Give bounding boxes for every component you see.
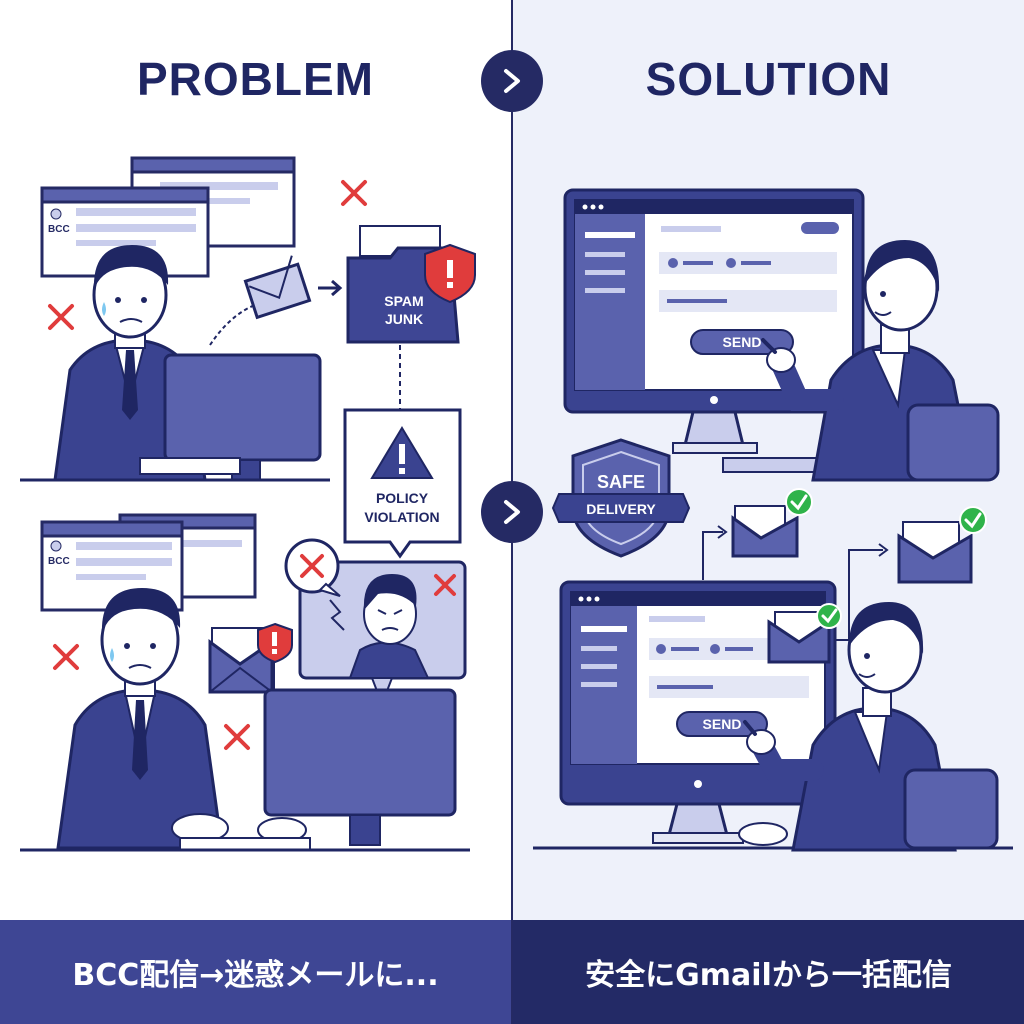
- problem-heading: PROBLEM: [137, 53, 374, 105]
- badge-label-safe: SAFE: [597, 472, 645, 492]
- red-x-bubble-icon: [284, 538, 341, 597]
- red-x-icon: [48, 304, 74, 330]
- folder-label-junk: JUNK: [385, 311, 423, 327]
- red-x-icon: [224, 724, 250, 750]
- confident-businessman-top: [761, 240, 1000, 482]
- policy-violation-callout: POLICY VIOLATION: [343, 408, 462, 559]
- red-x-icon: [341, 180, 367, 206]
- send-button-label: SEND: [703, 716, 742, 732]
- bcc-label: BCC: [48, 224, 70, 235]
- browser-window-bcc-bottom: BCC: [40, 520, 184, 612]
- solution-caption: 安全にGmailから一括配信: [513, 920, 1024, 1024]
- problem-illustration: BCC SPAM JUNK: [20, 156, 476, 852]
- envelope-icon: [209, 255, 343, 346]
- delivered-envelope-icon: [833, 506, 987, 641]
- problem-caption: BCC配信→迷惑メールに...: [0, 920, 511, 1024]
- confident-businessman-bottom: [738, 602, 999, 852]
- desktop-monitor-top: [20, 353, 330, 482]
- policy-label-line2: VIOLATION: [364, 509, 439, 525]
- warning-shield-icon: [424, 243, 476, 304]
- red-x-icon: [53, 644, 79, 670]
- delivered-envelope-icon: [702, 488, 813, 580]
- solution-illustration: SEND SAFE DELIVERY: [533, 188, 1013, 852]
- bcc-label: BCC: [48, 556, 70, 567]
- safe-delivery-shield-icon: SAFE DELIVERY: [551, 438, 691, 558]
- send-button-label: SEND: [723, 334, 762, 350]
- policy-label-line1: POLICY: [376, 490, 429, 506]
- folder-label-spam: SPAM: [384, 293, 423, 309]
- desktop-monitor-send-top: SEND: [563, 188, 865, 473]
- badge-label-delivery: DELIVERY: [586, 501, 656, 517]
- chevron-right-icon: [481, 50, 543, 112]
- solution-heading: SOLUTION: [645, 53, 892, 105]
- chevron-right-icon: [481, 481, 543, 543]
- red-x-icon: [434, 574, 456, 596]
- warning-envelope-icon: [208, 622, 293, 694]
- desktop-monitor-bottom: [20, 688, 470, 852]
- worried-businessman-bottom: [56, 588, 307, 850]
